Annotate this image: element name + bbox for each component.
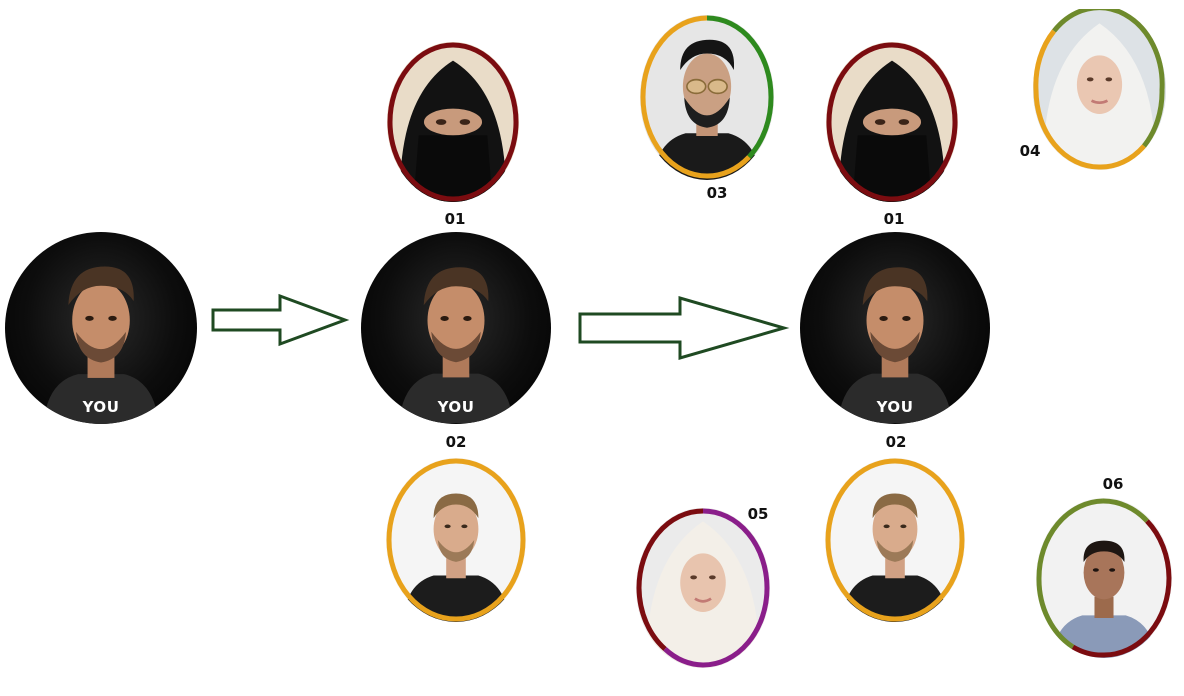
niqab-woman-portrait-icon — [387, 42, 519, 202]
node-number-label: 03 — [706, 184, 728, 202]
you-label: YOU — [82, 398, 120, 416]
node-number-label: 01 — [444, 210, 466, 228]
contact-node-04 — [1033, 10, 1166, 170]
you-node-middle: YOU — [361, 232, 551, 424]
niqab-woman-portrait-icon — [826, 42, 958, 202]
you-label: YOU — [437, 398, 475, 416]
node-number-label: 02 — [885, 433, 907, 451]
node-number-label: 06 — [1102, 475, 1124, 493]
you-node-start: YOU — [5, 232, 197, 424]
contact-node-05 — [636, 508, 770, 668]
you-node-end: YOU — [800, 232, 990, 424]
node-number-label: 04 — [1019, 142, 1041, 160]
man-portrait-icon — [838, 267, 952, 423]
arrow-right-icon — [578, 296, 790, 360]
man-portrait-icon — [825, 458, 965, 622]
contact-node-02 — [386, 458, 526, 622]
hijab-woman-portrait-icon — [636, 508, 770, 668]
man-glasses-portrait-icon — [640, 15, 774, 180]
node-number-label: 01 — [883, 210, 905, 228]
man-portrait-icon — [386, 458, 526, 622]
node-number-label: 02 — [445, 433, 467, 451]
node-number-label: 05 — [747, 505, 769, 523]
hijab-woman-portrait-icon — [1033, 10, 1166, 170]
man-portrait-icon — [399, 267, 513, 423]
contact-node-02-second — [825, 458, 965, 622]
arrow-right-icon — [211, 293, 350, 347]
man-portrait-icon — [1036, 498, 1172, 658]
contact-node-01 — [387, 42, 519, 202]
contact-node-03 — [640, 15, 774, 180]
contact-node-01-second — [826, 42, 958, 202]
man-portrait-icon — [43, 266, 159, 424]
you-label: YOU — [876, 398, 914, 416]
contact-node-06 — [1036, 498, 1172, 658]
